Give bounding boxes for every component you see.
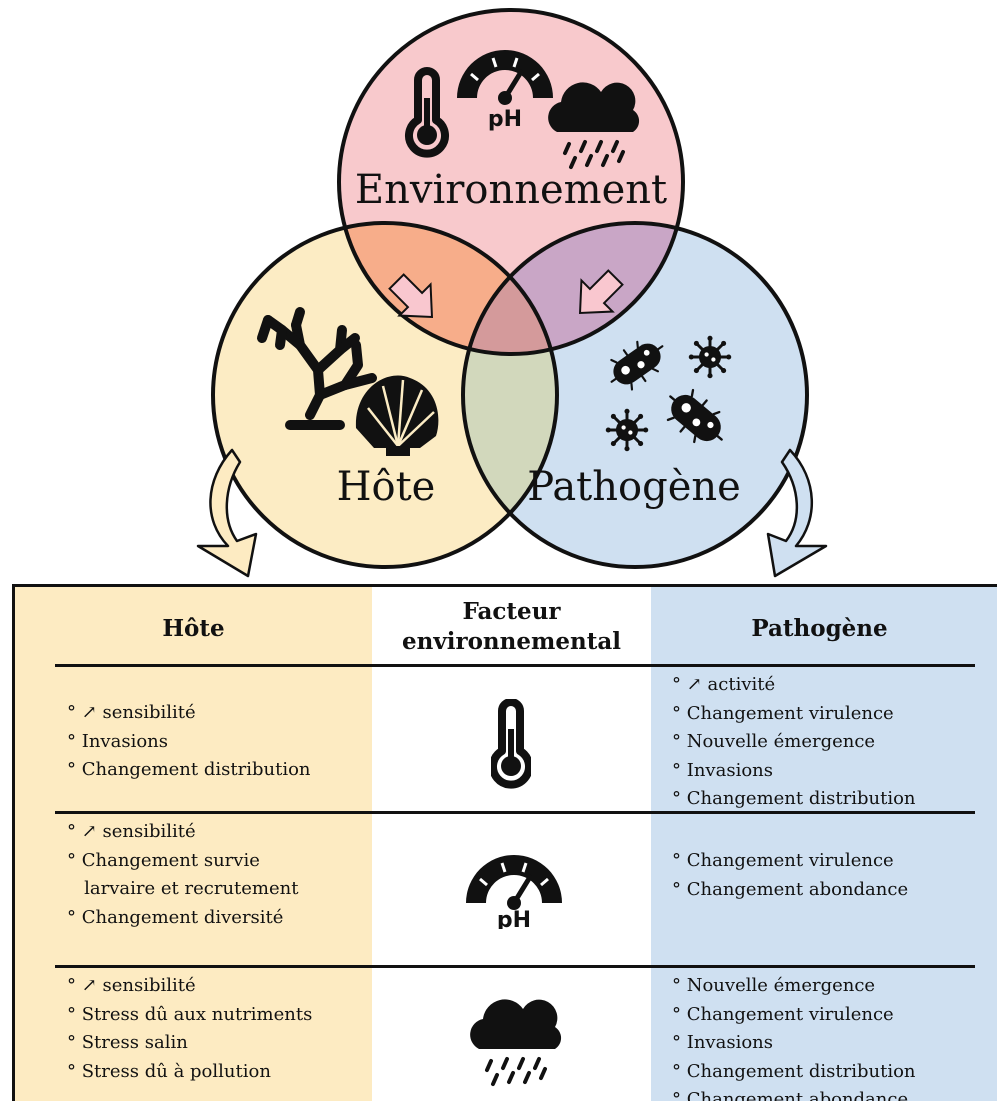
list-item: ° ↗ sensibilité: [67, 702, 196, 723]
list-item: ° Changement distribution: [672, 1060, 916, 1082]
list-item: ° Nouvelle émergence: [672, 731, 876, 752]
list-item: ° Changement distribution: [672, 788, 916, 809]
list-item: ° Changement abondance: [672, 1089, 909, 1101]
arrow-env-to-pathogen: [578, 269, 624, 315]
row3-host-cell: ° ↗ sensibilité ° Stress dû aux nutrimen…: [67, 972, 312, 1086]
list-item: ° Stress salin: [67, 1032, 188, 1053]
ph-label: pH: [488, 107, 522, 132]
list-item: ° ↗ activité: [672, 674, 776, 695]
list-item: ° Nouvelle émergence: [672, 975, 876, 996]
thermometer-icon: [491, 699, 531, 804]
arrow-host-to-table: [196, 448, 258, 578]
host-label: Hôte: [337, 464, 436, 510]
header-host: Hôte: [162, 615, 225, 642]
env-pathogen-overlap: [463, 223, 683, 354]
list-item: ° Stress dû à pollution: [67, 1060, 271, 1082]
ph-gauge-icon: pH: [464, 849, 564, 934]
row3-pathogen-cell: ° Nouvelle émergence ° Changement virule…: [672, 972, 916, 1101]
row1-pathogen-cell: ° ↗ activité ° Changement virulence ° No…: [672, 671, 916, 814]
header-pathogen: Pathogène: [751, 615, 888, 642]
header-rule: [55, 664, 975, 667]
coral-icon: [257, 307, 377, 430]
row-rule-2: [55, 965, 975, 968]
rain-cloud-icon: [467, 997, 567, 1094]
list-item: ° Changement diversité: [67, 906, 284, 928]
list-item: larvaire et recrutement: [67, 878, 299, 899]
list-item: ° Changement virulence: [672, 702, 894, 724]
row-rule-1: [55, 811, 975, 814]
list-item: ° Changement distribution: [67, 759, 311, 780]
list-item: ° Changement virulence: [672, 1003, 894, 1025]
header-factor-line2: environnemental: [402, 628, 621, 655]
arrow-env-to-host: [388, 273, 434, 319]
env-host-overlap: [339, 223, 557, 354]
ph-label: pH: [497, 908, 531, 929]
pathogen-column-bg: [651, 587, 997, 1101]
list-item: ° Changement survie: [67, 849, 260, 871]
comparison-table: Hôte Facteur environnemental Pathogène °…: [12, 584, 997, 1101]
arrow-pathogen-to-table: [766, 448, 828, 578]
list-item: ° Stress dû aux nutriments: [67, 1003, 313, 1025]
pathogen-label: Pathogène: [527, 464, 741, 510]
row2-pathogen-cell: ° Changement virulence ° Changement abon…: [672, 847, 908, 904]
header-factor: Facteur environnemental: [372, 597, 651, 657]
list-item: ° ↗ sensibilité: [67, 821, 196, 842]
environment-label: Environnement: [355, 167, 667, 213]
header-factor-line1: Facteur: [462, 598, 561, 625]
row1-host-cell: ° ↗ sensibilité ° Invasions ° Changement…: [67, 699, 311, 785]
list-item: ° ↗ sensibilité: [67, 975, 196, 996]
host-column-bg: [15, 587, 372, 1101]
list-item: ° Invasions: [672, 1032, 773, 1053]
list-item: ° Changement abondance: [672, 878, 909, 900]
list-item: ° Invasions: [67, 730, 168, 752]
shell-icon: [355, 375, 439, 456]
row2-host-cell: ° ↗ sensibilité ° Changement survie larv…: [67, 818, 298, 932]
list-item: ° Invasions: [672, 759, 773, 781]
list-item: ° Changement virulence: [672, 850, 894, 871]
